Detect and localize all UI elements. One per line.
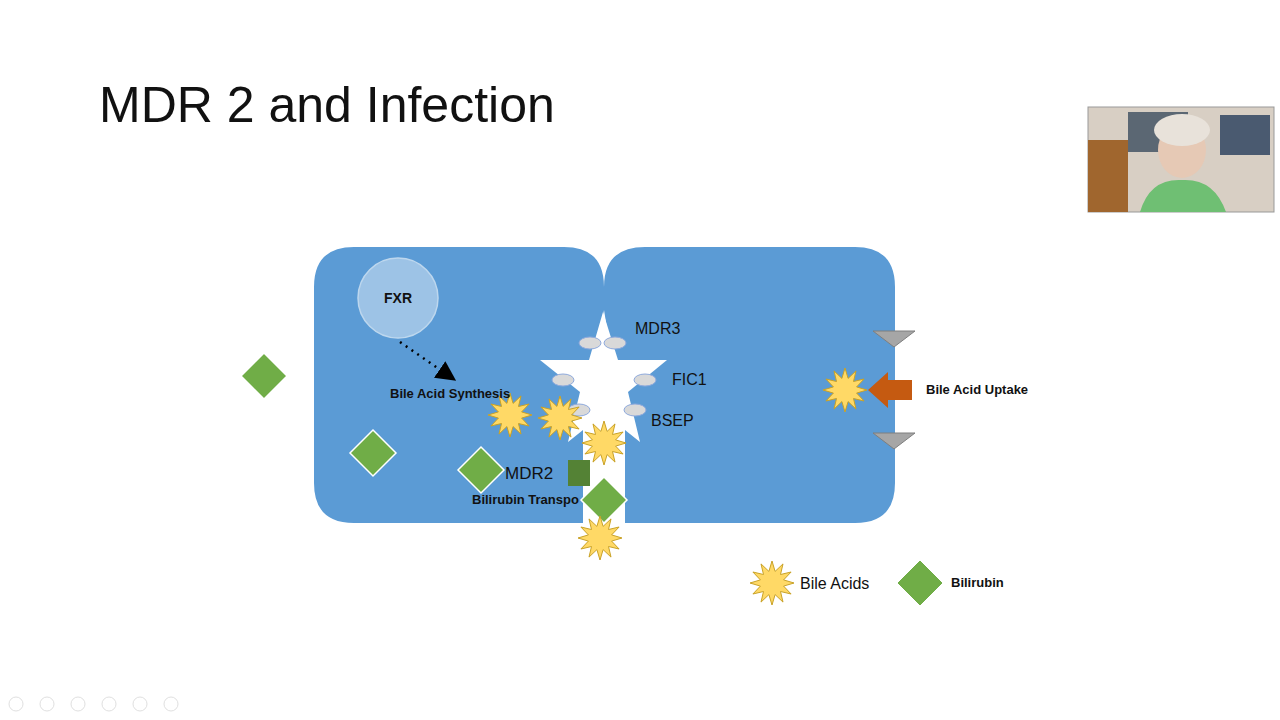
- left-cell: [314, 247, 604, 523]
- legend-diamond: [897, 560, 943, 606]
- bile-acid-stars: [488, 368, 867, 560]
- slide-title: MDR 2 and Infection: [99, 78, 555, 133]
- part-label: MDR2: [505, 465, 553, 484]
- part-label: Bilirubin Transpo: [472, 493, 579, 507]
- uptake-triangle: [873, 433, 915, 449]
- slide-controls: [9, 697, 178, 711]
- synthesis-arrow: [400, 342, 452, 378]
- mdr2-transporter: [568, 460, 590, 486]
- part-label: FIC1: [672, 371, 707, 389]
- bile-acid-star: [582, 421, 626, 465]
- receptor-circle: FXR: [357, 257, 439, 339]
- webcam-inset: [1088, 107, 1274, 212]
- part-label: Bile Acid Synthesis: [390, 387, 510, 401]
- part-label: MDR3: [635, 320, 680, 338]
- part-label: Bile Acid Uptake: [926, 383, 1028, 397]
- legend-star: [750, 561, 794, 605]
- part-label: BSEP: [651, 412, 694, 430]
- uptake-arrow: [868, 372, 912, 408]
- bile-acid-star: [578, 516, 622, 560]
- legend-text: Bile Acids: [800, 575, 869, 593]
- right-cell: [604, 247, 895, 523]
- bile-acid-star: [538, 396, 582, 440]
- bile-acid-star: [823, 368, 867, 412]
- uptake-triangle: [873, 331, 915, 347]
- bilirubin-diamonds: [241, 353, 627, 523]
- legend-text: Bilirubin: [951, 576, 1004, 590]
- node-text: FXR: [384, 290, 412, 306]
